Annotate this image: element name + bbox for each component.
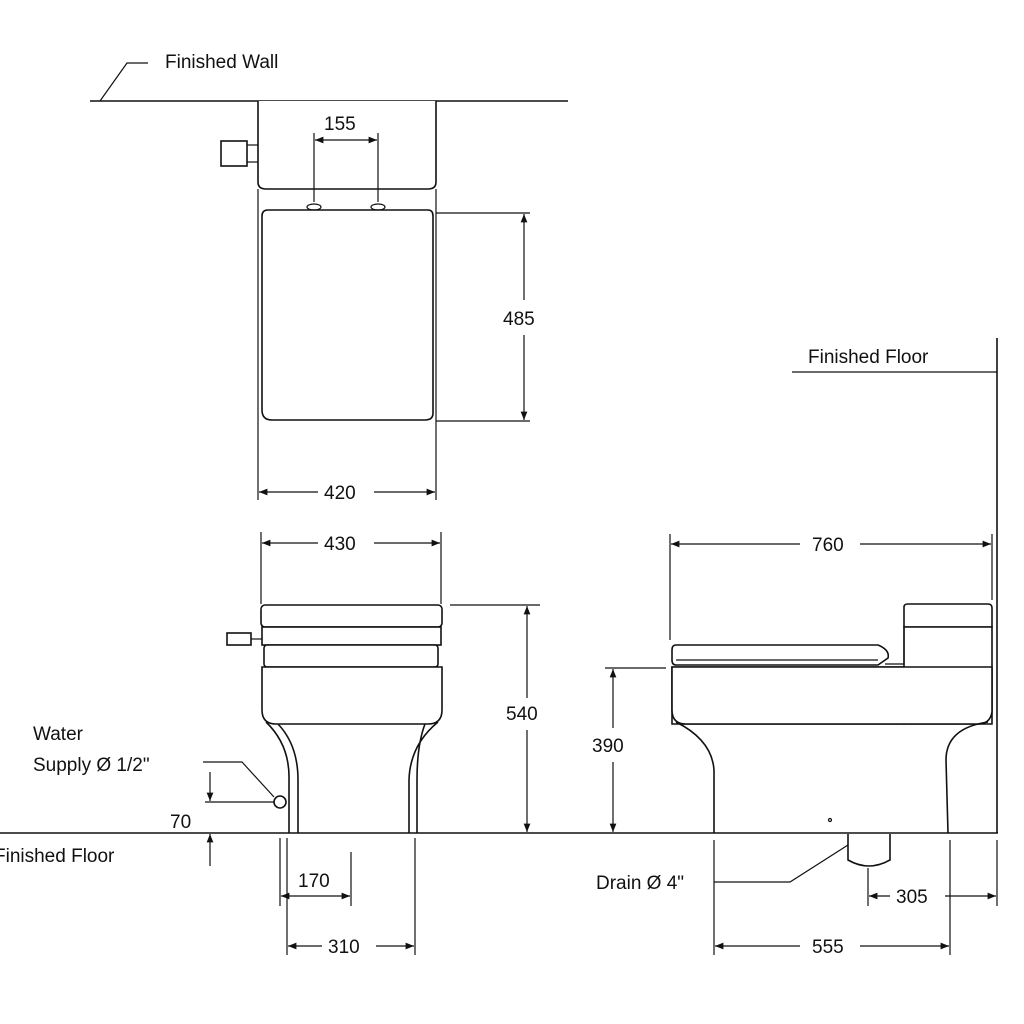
water-supply-point	[273, 795, 287, 809]
supply-valve-front	[226, 632, 252, 646]
lid-top-outline	[261, 209, 434, 421]
top-view: Finished Wall 155 485 420	[90, 52, 568, 504]
dim-inlet-spacing: 155	[324, 114, 356, 135]
finished-floor-label-top: Finished Floor	[808, 347, 929, 368]
inlet-left	[306, 203, 322, 211]
dim-drain-to-front: 555	[812, 937, 844, 958]
drain-label: Drain Ø 4"	[596, 873, 684, 894]
water-supply-leader	[203, 761, 275, 798]
front-leg-left	[265, 721, 299, 833]
finished-wall-label: Finished Wall	[165, 52, 278, 73]
side-leg-front	[675, 721, 715, 833]
dim-overall-length: 760	[812, 535, 844, 556]
water-supply-label-1: Water	[33, 724, 84, 745]
dim-foot-span: 310	[328, 937, 360, 958]
dim-supply-height: 70	[170, 812, 191, 833]
dim-supply-offset: 170	[298, 871, 330, 892]
tank-top-outline	[257, 101, 437, 190]
front-leg-right	[408, 721, 439, 833]
front-seat	[263, 644, 439, 668]
water-supply-label-2: Supply Ø 1/2"	[33, 755, 150, 776]
drain-pipe	[847, 834, 891, 867]
front-view: 430 540 Water Supply Ø 1/2" 70	[33, 532, 540, 958]
finished-floor-label-bottom: Finished Floor	[0, 846, 115, 867]
drain-leader	[714, 844, 849, 883]
side-leg-rear	[945, 721, 989, 834]
front-tank-lid	[260, 604, 443, 628]
dim-tank-width: 420	[324, 483, 356, 504]
supply-valve-top	[220, 140, 248, 167]
side-view: Finished Floor 760 Drain Ø 4" 390	[592, 338, 998, 958]
side-tank	[903, 603, 993, 628]
dim-drain-to-wall: 305	[896, 887, 928, 908]
inlet-right	[370, 203, 386, 211]
side-seat	[671, 644, 890, 666]
dim-overall-height: 540	[506, 704, 538, 725]
dim-front-width: 430	[324, 534, 356, 555]
front-tank-body	[261, 626, 442, 646]
dim-tank-depth: 485	[503, 309, 535, 330]
finished-wall-leader	[99, 62, 148, 102]
dim-seat-height: 390	[592, 736, 624, 757]
front-bowl	[261, 666, 443, 725]
